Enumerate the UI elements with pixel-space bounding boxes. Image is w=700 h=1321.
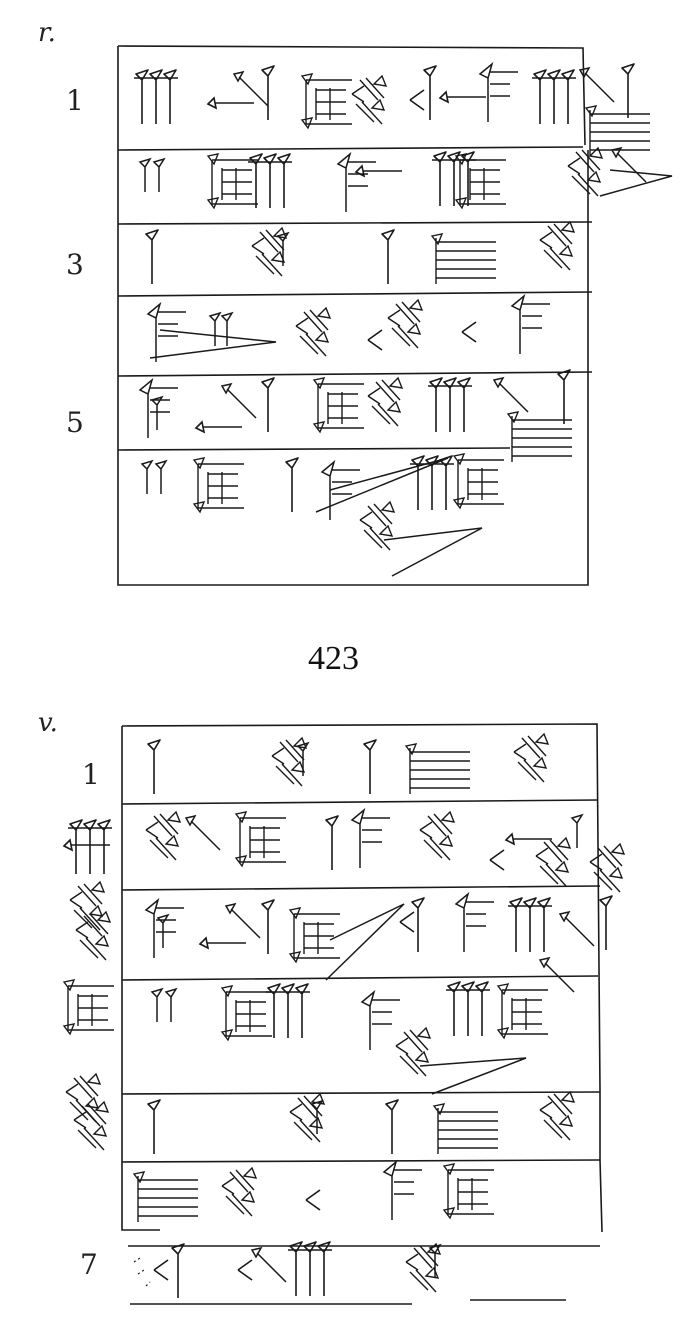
- obverse-line-3: [145, 221, 575, 285]
- reverse-frame: [122, 724, 602, 1304]
- obverse-line-number-5: 5: [66, 406, 84, 439]
- reverse-line-4: [151, 957, 575, 1094]
- reverse-line-3: [145, 893, 613, 980]
- reverse-line-number-7: 7: [80, 1248, 98, 1281]
- obverse-line-number-3: 3: [66, 248, 84, 281]
- obverse-line-4: [147, 295, 551, 363]
- reverse-line-6: [133, 1161, 495, 1223]
- obverse-line-1: [134, 63, 651, 157]
- reverse-margin-signs: [63, 820, 115, 1151]
- obverse-frame: [118, 46, 592, 585]
- catalog-number: 423: [308, 640, 359, 677]
- reverse-line-1: [147, 733, 549, 795]
- reverse-side-label: v.: [38, 708, 58, 738]
- obverse-line-2: [139, 147, 672, 213]
- obverse-line-6: [141, 453, 505, 576]
- reverse-line-5: [147, 1091, 575, 1155]
- obverse-side-label: r.: [38, 18, 56, 48]
- reverse-line-2: [145, 809, 625, 893]
- reverse-line-7: [134, 1242, 441, 1299]
- obverse-line-number-1: 1: [66, 84, 84, 117]
- reverse-line-number-1: 1: [82, 758, 100, 791]
